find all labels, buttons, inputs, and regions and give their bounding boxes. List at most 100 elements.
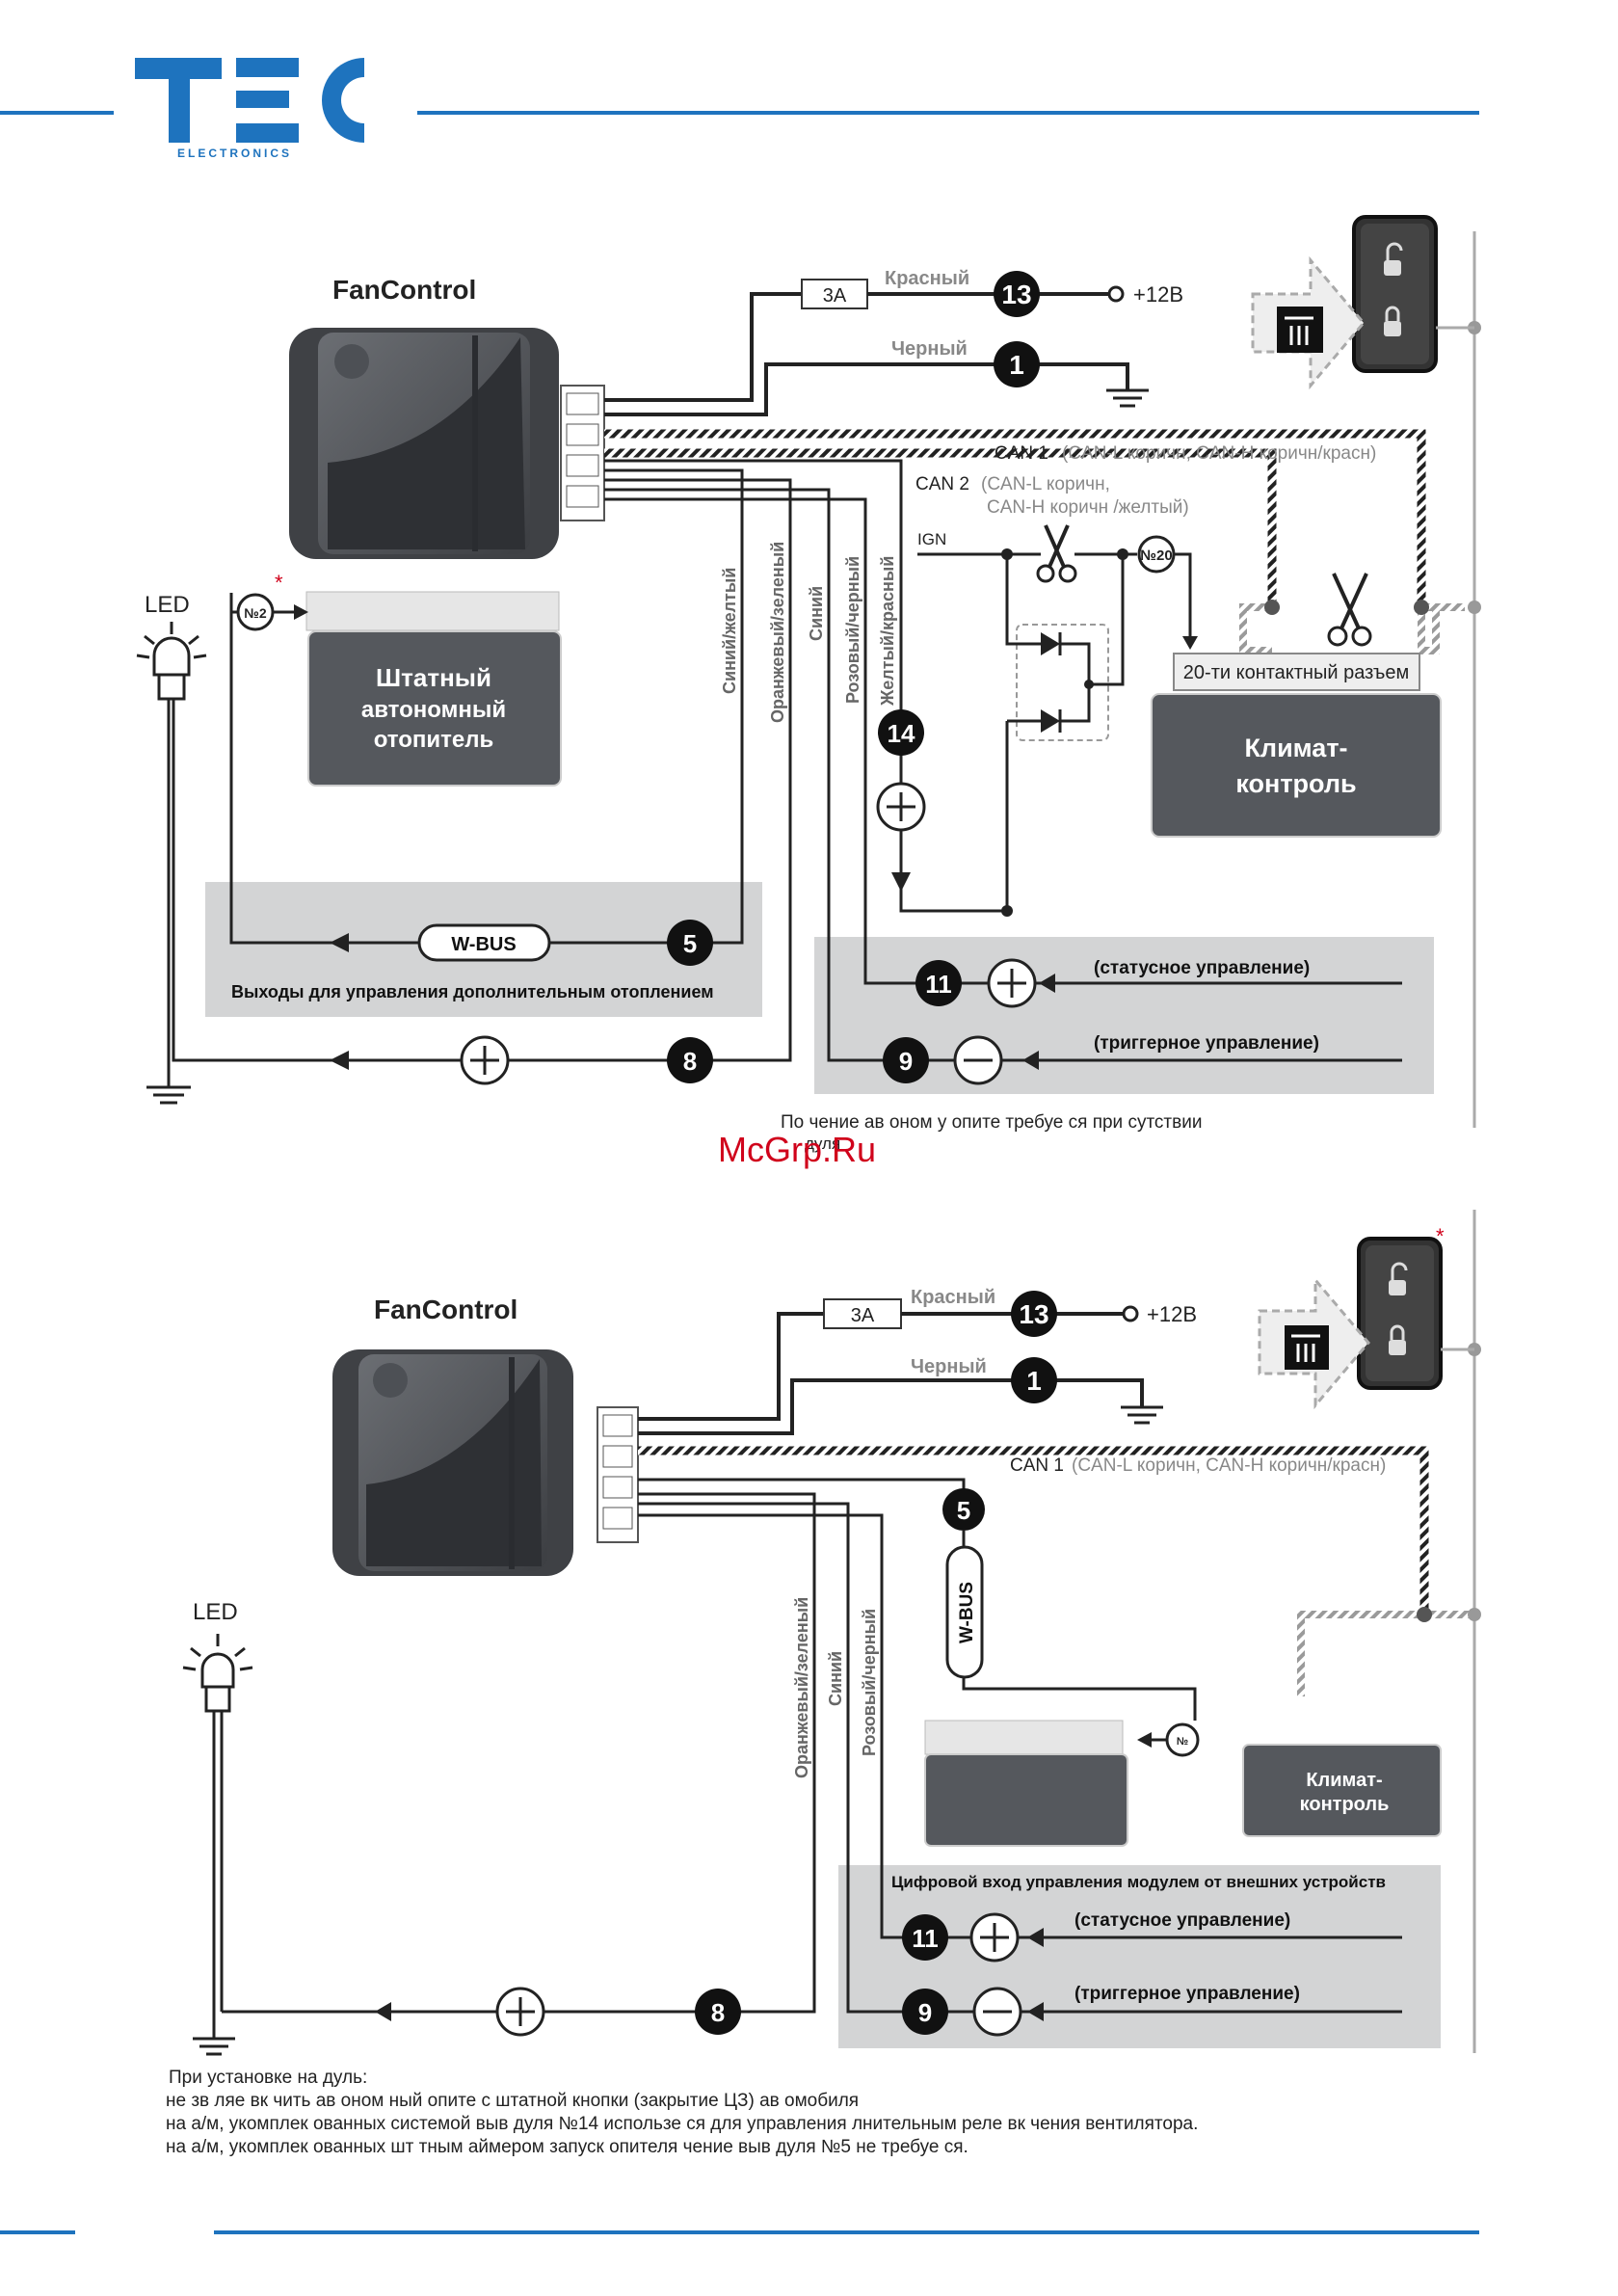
ground-icon (1106, 388, 1149, 408)
climate-control-box-2 (1242, 1744, 1442, 1837)
diode-icon (1041, 632, 1091, 684)
can1-label: CAN 1 (995, 443, 1048, 464)
logo-sub: ELECTRONICS (177, 147, 292, 160)
lock-button-panel-2 (1357, 1237, 1474, 1390)
pin-5-2 (942, 1488, 985, 1531)
climate-label-2a: Климат- (1306, 1770, 1382, 1791)
pin-11-label: 11 (925, 970, 952, 999)
pin-13-label-2: 13 (1019, 1299, 1048, 1329)
wire-red-2 (638, 1312, 824, 1421)
pin-8-2 (695, 1989, 741, 2035)
wire-black-label-2: Черный (911, 1356, 987, 1377)
fuse-label: 3A (823, 285, 847, 307)
pin-9-2 (902, 1989, 948, 2035)
pin-11-label-2: 11 (912, 1924, 939, 1953)
status-ctrl-label: (статусное управление) (1094, 958, 1310, 978)
diode-icon-2 (1007, 684, 1091, 733)
pin-5 (667, 920, 713, 966)
heater-top-2 (924, 1720, 1124, 1755)
label-blue: Синий (807, 586, 826, 641)
asterisk-2: * (1436, 1224, 1445, 1248)
wire-pink-black (604, 497, 1402, 985)
fuse-3a (801, 279, 868, 309)
lock-icon (1384, 306, 1401, 336)
label-blue-2: Синий (826, 1651, 845, 1706)
fuse-3a-2 (823, 1298, 902, 1329)
wbus-capsule (417, 923, 551, 962)
pin-5-label-2: 5 (957, 1496, 970, 1525)
can1-desc: (CAN-L коричн, CAN-H коричн/красн) (1062, 443, 1376, 464)
status-ctrl-label-2: (статусное управление) (1074, 1910, 1290, 1931)
pin-1-label: 1 (1009, 350, 1024, 380)
can1-desc-2: (CAN-L коричн, CAN-H коричн/красн) (1072, 1455, 1386, 1476)
scissors-ign-icon (1036, 524, 1077, 583)
wbus-label: W-BUS (451, 934, 516, 955)
led-label: LED (145, 592, 190, 618)
pin-8-label: 8 (683, 1047, 697, 1076)
wire-blue-yellow (229, 468, 744, 945)
outputs-label: Выходы для управления дополнительным ото… (231, 982, 714, 1001)
wire-red (604, 292, 802, 402)
caption-1b: дуля (805, 1135, 840, 1153)
lock-button-panel (1352, 215, 1474, 373)
caption-1: По чение ав оном у опите требуе ся при с… (781, 1112, 1202, 1133)
pin-9-label: 9 (899, 1047, 913, 1076)
note-1: При установке на дуль: (169, 2068, 368, 2088)
can1-label-2: CAN 1 (1010, 1455, 1064, 1476)
pin-9-label-2: 9 (918, 1998, 932, 2027)
digital-input-label: Цифровой вход управления модулем от внеш… (891, 1873, 1386, 1891)
watermark: McGrp.Ru (718, 1130, 876, 1169)
pin-13-label: 13 (1001, 280, 1031, 309)
ign-label: IGN (917, 530, 946, 548)
heater-top (305, 591, 560, 631)
connector-20pin (1173, 653, 1420, 691)
diode-group (1016, 624, 1109, 741)
wire-pink-black-2 (638, 1513, 1402, 1939)
wire-black-2 (638, 1378, 1144, 1435)
no20-label: №20 (1140, 547, 1172, 564)
pin-1-label-2: 1 (1026, 1366, 1042, 1396)
unlock-icon (1384, 242, 1403, 276)
can2-cable (604, 448, 1277, 607)
heater-box (307, 630, 562, 787)
wire-yellow-red (604, 459, 1007, 913)
heater-label-2: автономный (361, 697, 506, 723)
can1-cable-2 (638, 1446, 1429, 1615)
can2-label: CAN 2 (915, 474, 969, 494)
can2-desc-2: CAN-H коричн /желтый) (987, 497, 1189, 518)
climate-label-2: контроль (1235, 769, 1356, 798)
label-pink-black: Розовый/черный (843, 556, 862, 704)
no2-label: №2 (244, 605, 267, 621)
pin-11 (915, 960, 962, 1006)
can1-cable (604, 429, 1426, 607)
ground-icon-led (146, 1085, 191, 1105)
ground-icon-led-2 (193, 2037, 235, 2056)
tec-logo: ELECTRONICS (135, 58, 364, 160)
arrow-hand-icon-2 (1258, 1275, 1370, 1410)
trigger-ctrl-label-2: (триггерное управление) (1074, 1984, 1300, 2004)
note-4: на а/м, укомплек ованных шт тным аймером… (166, 2137, 968, 2157)
led-icon-2 (182, 1634, 253, 1713)
no-label-2: № (1177, 1736, 1188, 1748)
arrow-hand-icon (1251, 255, 1366, 390)
wire-black-label: Черный (891, 338, 968, 360)
plus12-terminal (1107, 285, 1125, 303)
note-3: на а/м, укомплек ованных системой выв ду… (166, 2114, 1199, 2134)
pin-8-label-2: 8 (711, 1998, 725, 2027)
pin-14 (878, 709, 924, 756)
fuse-label-2: 3A (851, 1305, 875, 1326)
wire-red-label-2: Красный (911, 1287, 995, 1308)
led-label-2: LED (193, 1599, 238, 1625)
heater-box-2 (924, 1753, 1128, 1847)
connector-block (560, 385, 605, 521)
note-2: не зв ляе вк чить ав оном ный опите с шт… (166, 2091, 860, 2111)
wbus-label-2: W-BUS (957, 1582, 977, 1643)
pin-11-2 (902, 1914, 948, 1961)
ground-icon-2 (1121, 1405, 1163, 1425)
scissors-icon (1327, 573, 1372, 647)
asterisk: * (275, 571, 283, 595)
connector20-label: 20-ти контактный разъем (1183, 662, 1409, 683)
heater-label-3: отопитель (374, 727, 494, 753)
wire-blue (604, 488, 1402, 1062)
